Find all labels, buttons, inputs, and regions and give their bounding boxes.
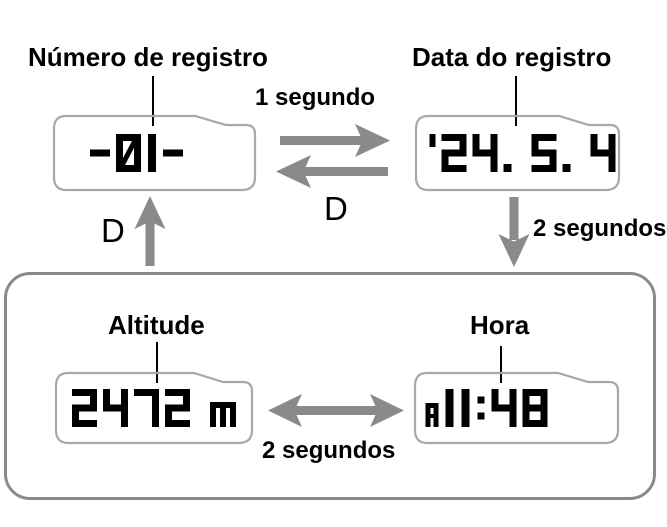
lcd-record-date-display [414, 114, 621, 192]
arrow-down-icon [498, 197, 530, 267]
lcd-record-number-display [52, 114, 257, 192]
label-button-d-top: D [324, 190, 348, 227]
leader-line-record-date [515, 76, 517, 126]
caption-record-number: Número de registro [28, 42, 268, 72]
leader-line-time [500, 346, 502, 383]
arrow-left-icon [276, 155, 388, 188]
label-two-seconds-bottom: 2 segundos [262, 437, 396, 464]
leader-line-altitude [156, 342, 158, 383]
label-two-seconds-right: 2 segundos [533, 215, 667, 242]
arrow-right-icon [280, 124, 390, 157]
caption-time: Hora [470, 310, 530, 340]
leader-line-record-number [152, 76, 154, 126]
caption-altitude: Altitude [108, 310, 205, 340]
label-button-d-left: D [101, 212, 125, 249]
lcd-altitude-display [54, 371, 254, 445]
record-view-group-box [4, 272, 656, 500]
caption-record-date: Data do registro [412, 42, 612, 72]
lcd-time-display [413, 371, 620, 445]
label-one-second: 1 segundo [255, 84, 376, 111]
arrow-up-icon [134, 196, 166, 266]
